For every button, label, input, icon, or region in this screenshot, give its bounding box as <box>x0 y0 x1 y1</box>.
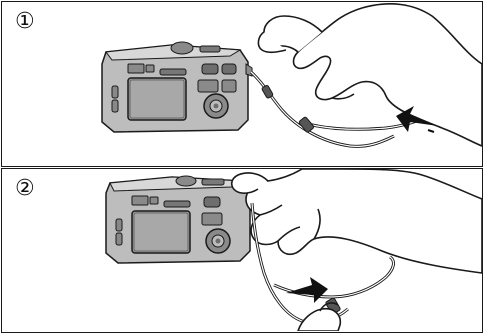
step-2-illustration <box>2 169 482 331</box>
hand-illustration <box>258 4 482 146</box>
step-panel-2: ② <box>1 168 483 333</box>
step-panel-1: ① <box>1 1 483 167</box>
step-1-illustration <box>2 2 482 165</box>
camera-illustration <box>102 42 252 132</box>
arrow-icon <box>286 277 328 303</box>
hand-illustration <box>232 169 482 273</box>
camera-illustration <box>106 176 250 263</box>
